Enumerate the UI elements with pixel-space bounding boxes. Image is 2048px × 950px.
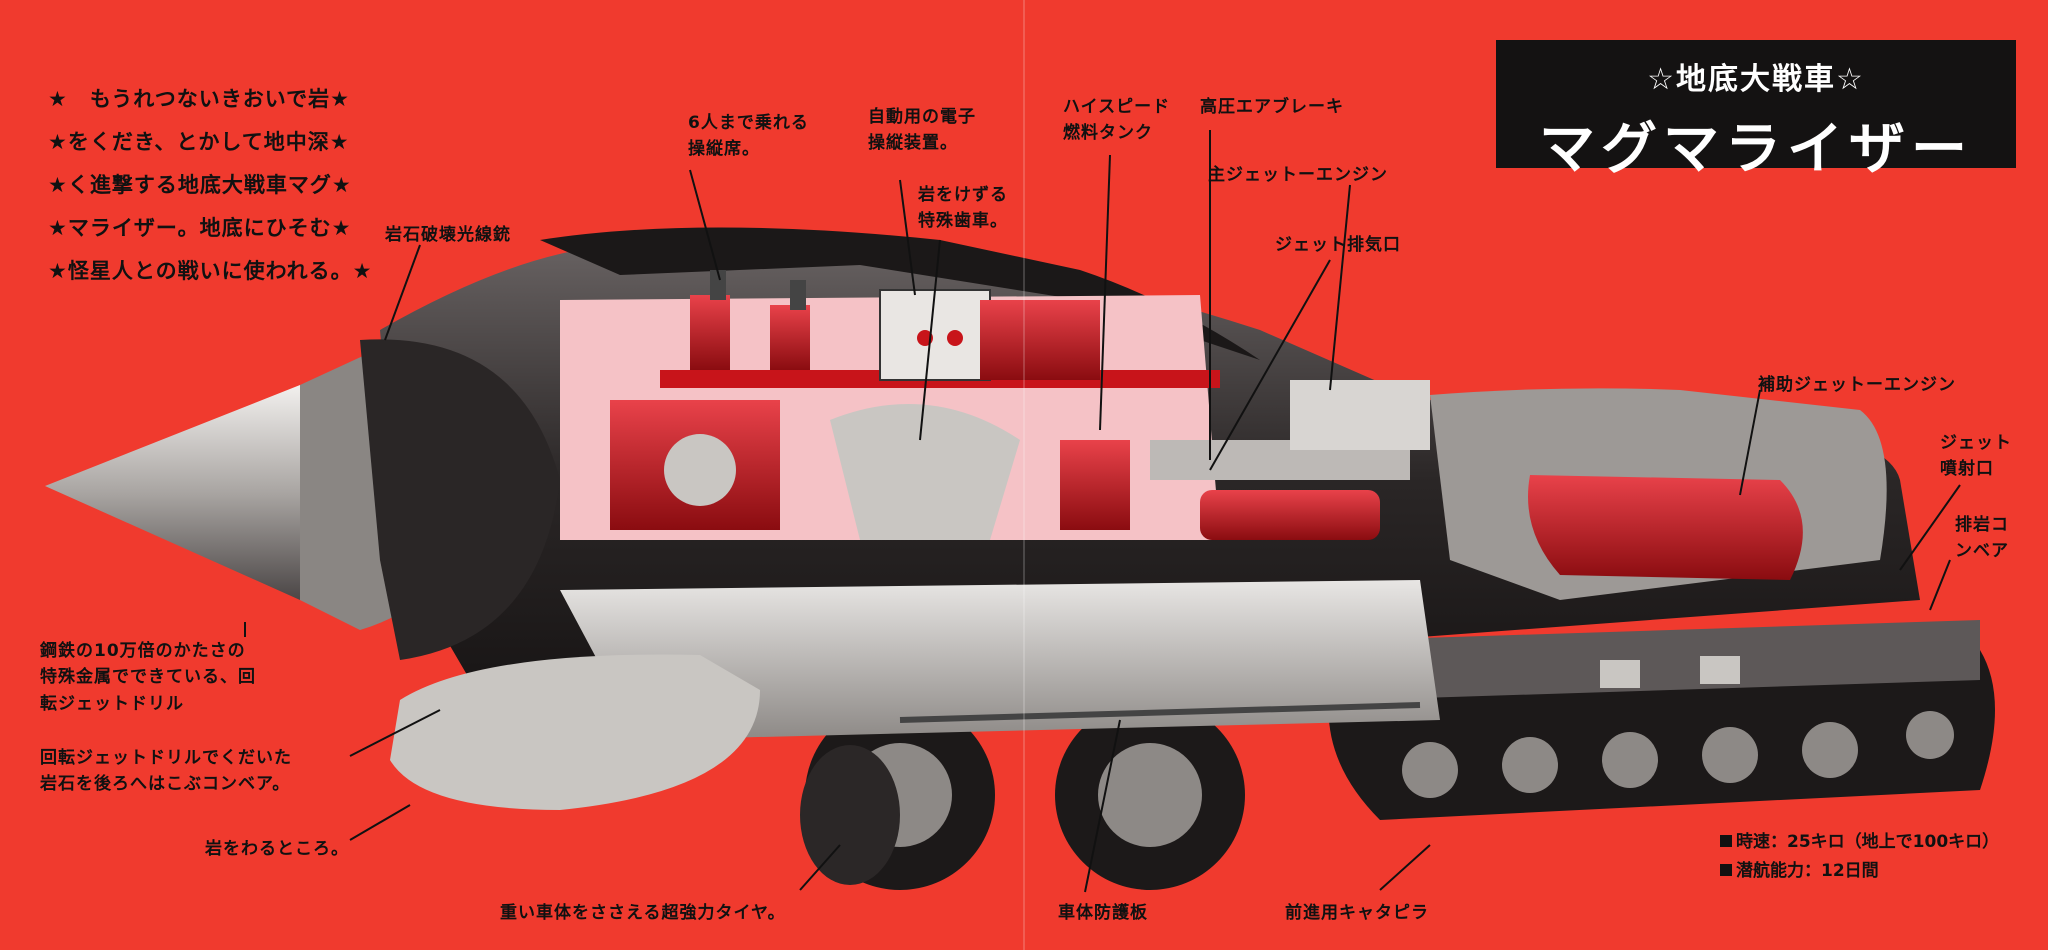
super-tires — [800, 700, 1245, 890]
caterpillar-track — [1328, 620, 1995, 820]
label-gear-line: 特殊歯車。 — [918, 211, 1008, 232]
label-cockpit: 6人まで乗れる 操縦席。 — [688, 110, 809, 163]
label-aux-jet-engine: 補助ジェットーエンジン — [1758, 375, 1956, 395]
label-electronic-controls: 自動用の電子 操縦装置。 — [868, 104, 976, 157]
label-fuel-tank: ハイスピード 燃料タンク — [1063, 94, 1170, 147]
label-fuel-line: 燃料タンク — [1063, 123, 1153, 144]
title-box: ☆地底大戦車☆ マグマライザー — [1496, 40, 2016, 182]
specs-block: 時速：25キロ（地上で100キロ） 潜航能力：12日間 — [1720, 828, 1999, 886]
leader-lines — [244, 130, 1961, 893]
label-nozzle-line: ジェット — [1940, 433, 2012, 453]
page-fold — [1023, 0, 1025, 950]
label-air-brake: 高圧エアブレーキ — [1200, 97, 1344, 117]
front-scoop — [390, 654, 760, 810]
spec-dive-text: 潜航能力：12日間 — [1736, 860, 1879, 881]
label-conveyor-line: ンベア — [1955, 541, 2009, 562]
label-caterpillar: 前進用キャタピラ — [1285, 903, 1429, 923]
label-gear-line: 岩をけずる — [918, 185, 1008, 205]
title-main: マグマライザー — [1539, 116, 1973, 182]
label-fuel-line: ハイスピード — [1063, 97, 1171, 117]
label-cockpit-line: 6人まで乗れる — [688, 113, 809, 133]
label-electronic-line: 操縦装置。 — [868, 133, 958, 154]
label-rock-beam-gun: 岩石破壊光線銃 — [385, 225, 511, 245]
label-armor-plate: 車体防護板 — [1058, 903, 1148, 923]
label-drill-line: 転ジェットドリル — [40, 693, 184, 714]
intro-line: ★ もうれつないきおいで岩★ — [48, 87, 350, 111]
intro-line: ★マライザー。地底にひそむ★ — [48, 216, 352, 241]
label-drill-line: 特殊金属でできている、回 — [40, 667, 256, 688]
label-special-gear: 岩をけずる 特殊歯車。 — [918, 182, 1008, 235]
label-electronic-line: 自動用の電子 — [868, 107, 976, 127]
cutaway-interior — [560, 270, 1803, 580]
label-jet-exhaust: ジェット排気口 — [1275, 235, 1401, 255]
bullet-square-icon — [1720, 835, 1732, 847]
label-conveyor-back-line: 岩石を後ろへはこぶコンベア。 — [40, 774, 291, 795]
label-cockpit-line: 操縦席。 — [688, 139, 760, 160]
intro-line: ★をくだき、とかして地中深★ — [48, 130, 350, 155]
spec-speed-text: 時速：25キロ（地上で100キロ） — [1736, 832, 2000, 852]
bullet-square-icon — [1720, 863, 1732, 876]
jet-drill — [45, 339, 560, 660]
spec-speed: 時速：25キロ（地上で100キロ） — [1720, 828, 1999, 857]
label-tires: 重い車体をささえる超強力タイヤ。 — [500, 903, 786, 923]
intro-text: ★ もうれつないきおいで岩★ ★をくだき、とかして地中深★ ★く進撃する地底大戦… — [48, 78, 372, 293]
spec-dive: 潜航能力：12日間 — [1720, 857, 1999, 886]
label-nozzle-line: 噴射口 — [1940, 459, 1994, 480]
title-subtitle: ☆地底大戦車☆ — [1647, 62, 1865, 97]
label-rock-conveyor: 排岩コ ンベア — [1955, 512, 2009, 565]
label-main-jet-engine: 主ジェットーエンジン — [1208, 165, 1388, 185]
intro-line: ★怪星人との戦いに使われる。★ — [48, 259, 373, 284]
label-drill-line: 鋼鉄の10万倍のかたさの — [40, 641, 246, 661]
intro-line: ★く進撃する地底大戦車マグ★ — [48, 173, 352, 198]
label-rock-break-point: 岩をわるところ。 — [205, 839, 349, 859]
label-jet-nozzle: ジェット 噴射口 — [1940, 430, 2012, 483]
label-drill: 鋼鉄の10万倍のかたさの 特殊金属でできている、回 転ジェットドリル — [40, 638, 256, 717]
label-conveyor-back-line: 回転ジェットドリルでくだいた — [40, 748, 292, 768]
label-conveyor-back: 回転ジェットドリルでくだいた 岩石を後ろへはこぶコンベア。 — [40, 745, 292, 798]
label-conveyor-line: 排岩コ — [1955, 515, 2009, 535]
